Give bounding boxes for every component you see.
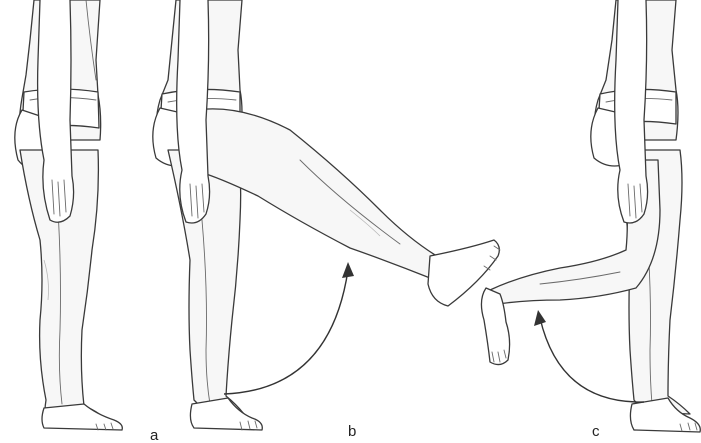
figure-knee-flexion — [481, 0, 700, 432]
panel-label-c: c — [592, 423, 600, 440]
panel-label-b: b — [348, 423, 356, 440]
figure-standing — [15, 0, 123, 430]
panel-label-a: a — [150, 427, 159, 443]
figure-hip-flexion — [153, 0, 500, 430]
